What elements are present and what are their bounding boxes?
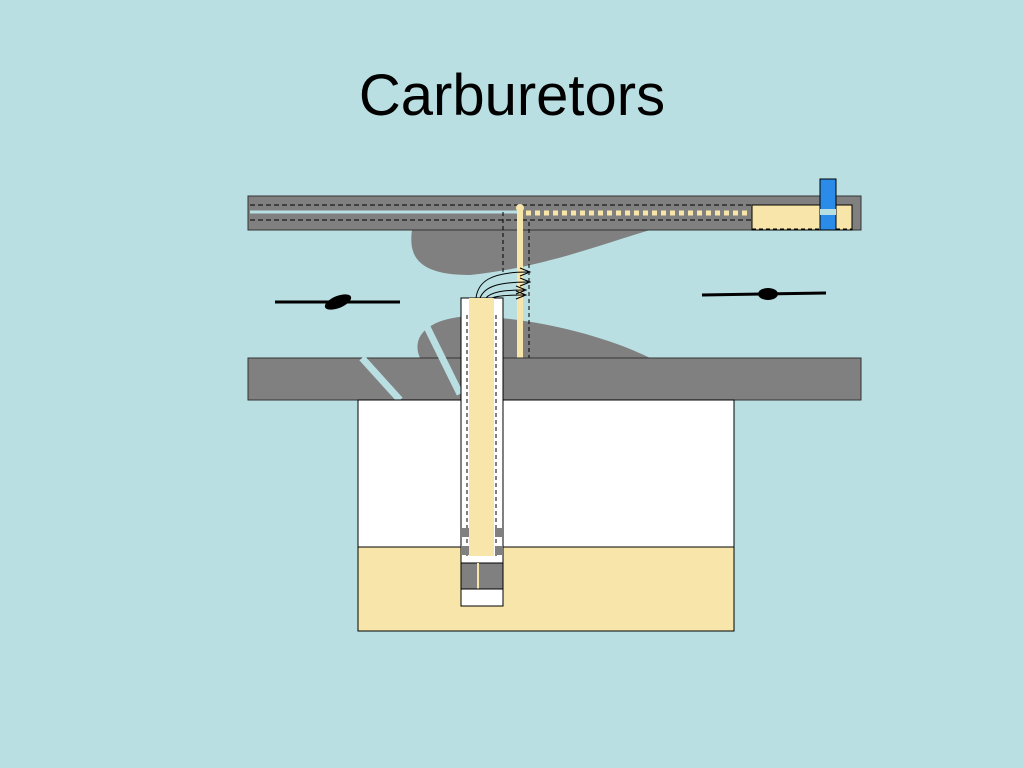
bottom-housing-plate — [247, 357, 862, 401]
float-bowl-air-space — [357, 399, 735, 548]
idle-fuel-chamber — [751, 204, 853, 231]
mixture-flow-arrow-3 — [485, 289, 525, 299]
choke-plate — [324, 294, 352, 310]
mixture-flow-arrow-1 — [475, 271, 529, 299]
idle-tube-tip — [516, 204, 524, 212]
idle-screw-gap — [820, 209, 836, 215]
air-bleed-passage-1 — [359, 355, 403, 403]
main-jet-ring-left — [461, 528, 469, 537]
venturi-upper-wall — [411, 230, 650, 275]
arrowhead-4 — [515, 290, 528, 300]
main-jet-body — [460, 562, 504, 590]
arrowhead-2 — [519, 277, 532, 287]
main-nozzle-fuel — [469, 298, 494, 556]
main-jet-ring-right-2 — [495, 546, 503, 555]
main-jet-ring-right — [495, 528, 503, 537]
air-bleed-passage-2 — [422, 323, 464, 396]
venturi-lower-wall — [417, 316, 650, 358]
main-jet-base — [460, 588, 504, 607]
mixture-flow-arrow-2 — [479, 281, 529, 299]
throttle-plate — [758, 288, 778, 300]
arrowhead-1 — [519, 267, 532, 277]
float-bowl-fuel — [357, 546, 735, 632]
slide-title: Carburetors — [358, 63, 666, 128]
idle-fuel-tube — [517, 206, 523, 400]
idle-mixture-screw — [819, 178, 837, 231]
main-jet-ring-left-2 — [461, 546, 469, 555]
